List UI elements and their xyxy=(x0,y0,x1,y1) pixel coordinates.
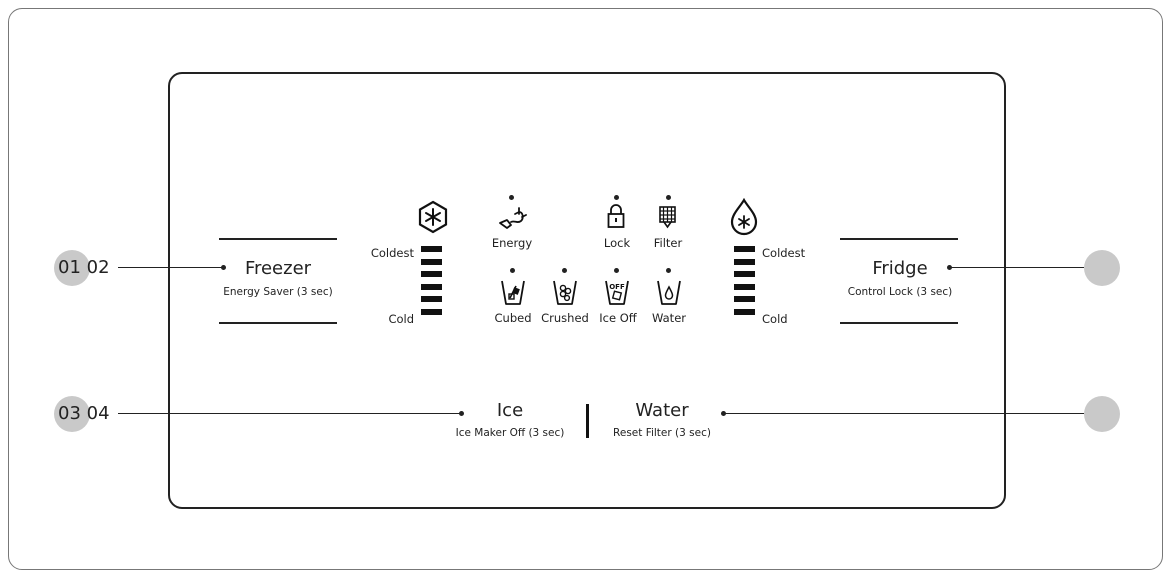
cubed-label: Cubed xyxy=(494,311,532,325)
freezer-cold-label: Cold xyxy=(388,312,414,326)
water-label: Water xyxy=(652,311,686,325)
cubed-indicator-dot xyxy=(510,268,515,273)
callout-anchor-top-left xyxy=(221,265,226,270)
ice-off-badge: OFF xyxy=(609,283,625,291)
water-drop-snowflake-icon xyxy=(730,198,758,236)
fridge-level-bar xyxy=(734,258,755,265)
lock-label: Lock xyxy=(603,236,631,250)
lock-indicator-dot xyxy=(614,195,619,200)
fridge-divider-top xyxy=(840,238,958,240)
callout-label-top-left: 01 02 xyxy=(58,257,110,278)
freezer-level-bar xyxy=(421,296,442,302)
control-panel xyxy=(168,72,1006,509)
snowflake-hexagon-icon xyxy=(418,200,448,234)
callout-anchor-bottom-left xyxy=(459,411,464,416)
callout-leader-bottom-right xyxy=(724,413,1084,415)
callout-anchor-top-right xyxy=(947,265,952,270)
energy-plug-icon xyxy=(499,207,527,229)
water-subtitle: Reset Filter (3 sec) xyxy=(613,427,711,439)
freezer-level-bar xyxy=(421,258,442,265)
outer-frame xyxy=(8,8,1163,570)
crushed-indicator-dot xyxy=(562,268,567,273)
filter-label: Filter xyxy=(653,236,683,250)
filter-icon xyxy=(659,206,676,229)
ice-button[interactable]: Ice Ice Maker Off (3 sec) xyxy=(440,400,580,444)
water-title: Water xyxy=(635,400,689,421)
fridge-cold-label: Cold xyxy=(762,312,788,326)
callout-leader-bottom-left xyxy=(118,413,462,415)
fridge-coldest-label: Coldest xyxy=(762,246,806,260)
cubed-ice-icon xyxy=(501,280,525,305)
fridge-level-bar xyxy=(734,283,755,290)
freezer-divider-bottom xyxy=(219,322,337,324)
callout-anchor-bottom-right xyxy=(721,411,726,416)
water-button[interactable]: Water Reset Filter (3 sec) xyxy=(596,400,728,444)
filter-indicator-dot xyxy=(666,195,671,200)
freezer-level-bar xyxy=(421,271,442,277)
fridge-divider-bottom xyxy=(840,322,958,324)
ice-off-indicator-dot xyxy=(614,268,619,273)
ice-off-label: Ice Off xyxy=(599,311,637,325)
fridge-level-bar xyxy=(734,271,755,277)
ice-off-icon: OFF xyxy=(605,280,629,305)
water-glass-icon xyxy=(657,280,681,305)
callout-label-bottom-left: 03 04 xyxy=(58,403,110,424)
fridge-title: Fridge xyxy=(872,258,928,279)
crushed-label: Crushed xyxy=(541,311,589,325)
energy-indicator-dot xyxy=(509,195,514,200)
ice-title: Ice xyxy=(496,400,524,421)
callout-marker-bottom-right xyxy=(1084,396,1120,432)
callout-marker-top-left xyxy=(54,250,90,286)
freezer-button[interactable]: Freezer Energy Saver (3 sec) xyxy=(210,256,346,304)
freezer-subtitle: Energy Saver (3 sec) xyxy=(223,286,333,298)
ice-water-divider xyxy=(586,404,589,438)
fridge-subtitle: Control Lock (3 sec) xyxy=(847,286,953,298)
callout-leader-top-right xyxy=(950,267,1084,269)
freezer-divider-top xyxy=(219,238,337,240)
callout-leader-top-left xyxy=(118,267,224,269)
crushed-ice-icon xyxy=(553,280,577,305)
fridge-level-bar xyxy=(734,296,755,302)
fridge-level-bar xyxy=(734,308,755,315)
freezer-title: Freezer xyxy=(244,258,312,279)
fridge-button[interactable]: Fridge Control Lock (3 sec) xyxy=(832,256,968,304)
freezer-level-bar xyxy=(421,308,442,315)
energy-label: Energy xyxy=(491,236,533,250)
fridge-level-bar xyxy=(734,246,755,252)
callout-marker-top-right xyxy=(1084,250,1120,286)
freezer-coldest-label: Coldest xyxy=(370,246,414,260)
callout-marker-bottom-left xyxy=(54,396,90,432)
lock-icon xyxy=(607,204,625,228)
freezer-level-bar xyxy=(421,283,442,290)
freezer-level-bar xyxy=(421,246,442,252)
ice-subtitle: Ice Maker Off (3 sec) xyxy=(455,427,565,439)
water-indicator-dot xyxy=(666,268,671,273)
